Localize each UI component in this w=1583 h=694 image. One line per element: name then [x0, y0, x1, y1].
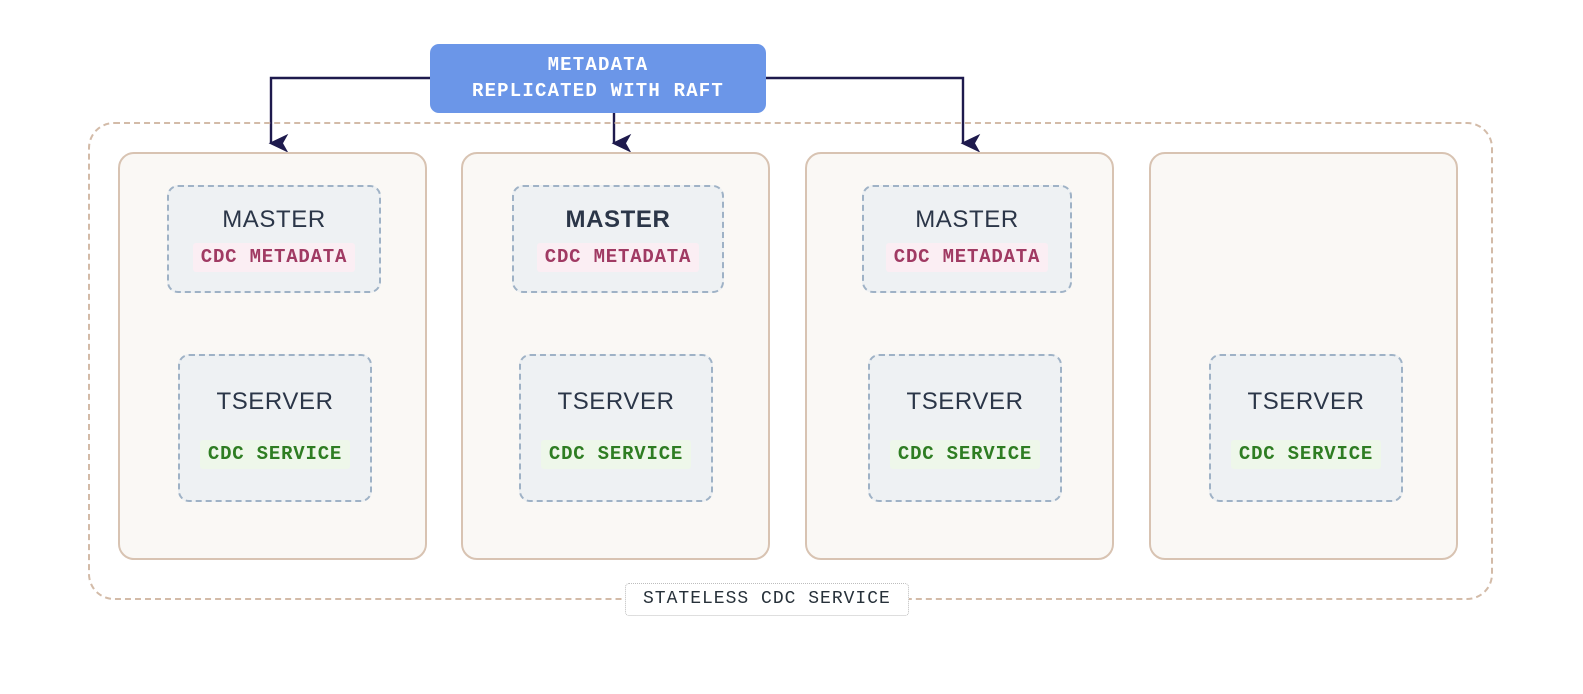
- tserver-title-1: TSERVER: [216, 387, 334, 415]
- tserver-box-2[interactable]: TSERVER CDC SERVICE: [519, 354, 713, 502]
- node-card-1[interactable]: MASTER CDC METADATA TSERVER CDC SERVICE: [118, 152, 427, 560]
- master-box-2[interactable]: MASTER CDC METADATA: [512, 185, 724, 293]
- tserver-title-4: TSERVER: [1247, 387, 1365, 415]
- metadata-box-line-2: REPLICATED WITH RAFT: [471, 79, 725, 102]
- node-card-3[interactable]: MASTER CDC METADATA TSERVER CDC SERVICE: [805, 152, 1114, 560]
- node-card-2[interactable]: MASTER CDC METADATA TSERVER CDC SERVICE: [461, 152, 770, 560]
- tserver-box-4[interactable]: TSERVER CDC SERVICE: [1209, 354, 1403, 502]
- cdc-service-tag-4: CDC SERVICE: [1230, 439, 1382, 469]
- master-box-3[interactable]: MASTER CDC METADATA: [862, 185, 1072, 293]
- master-box-1[interactable]: MASTER CDC METADATA: [167, 185, 381, 293]
- tserver-box-3[interactable]: TSERVER CDC SERVICE: [868, 354, 1062, 502]
- node-card-4[interactable]: TSERVER CDC SERVICE: [1149, 152, 1458, 560]
- cdc-service-tag-1: CDC SERVICE: [199, 439, 351, 469]
- master-title-2: MASTER: [565, 206, 671, 233]
- master-title-1: MASTER: [222, 206, 326, 233]
- tserver-title-2: TSERVER: [557, 387, 675, 415]
- cdc-metadata-tag-1: CDC METADATA: [192, 243, 356, 272]
- master-title-3: MASTER: [915, 206, 1019, 233]
- tserver-box-1[interactable]: TSERVER CDC SERVICE: [178, 354, 372, 502]
- cdc-service-tag-2: CDC SERVICE: [540, 439, 692, 469]
- cdc-service-tag-3: CDC SERVICE: [889, 439, 1041, 469]
- cdc-metadata-tag-3: CDC METADATA: [885, 243, 1049, 272]
- metadata-raft-box[interactable]: METADATA REPLICATED WITH RAFT: [430, 44, 766, 113]
- cdc-metadata-tag-2: CDC METADATA: [536, 243, 700, 272]
- tserver-title-3: TSERVER: [906, 387, 1024, 415]
- metadata-box-line-1: METADATA: [547, 54, 649, 77]
- stateless-cdc-service-label: STATELESS CDC SERVICE: [625, 583, 909, 616]
